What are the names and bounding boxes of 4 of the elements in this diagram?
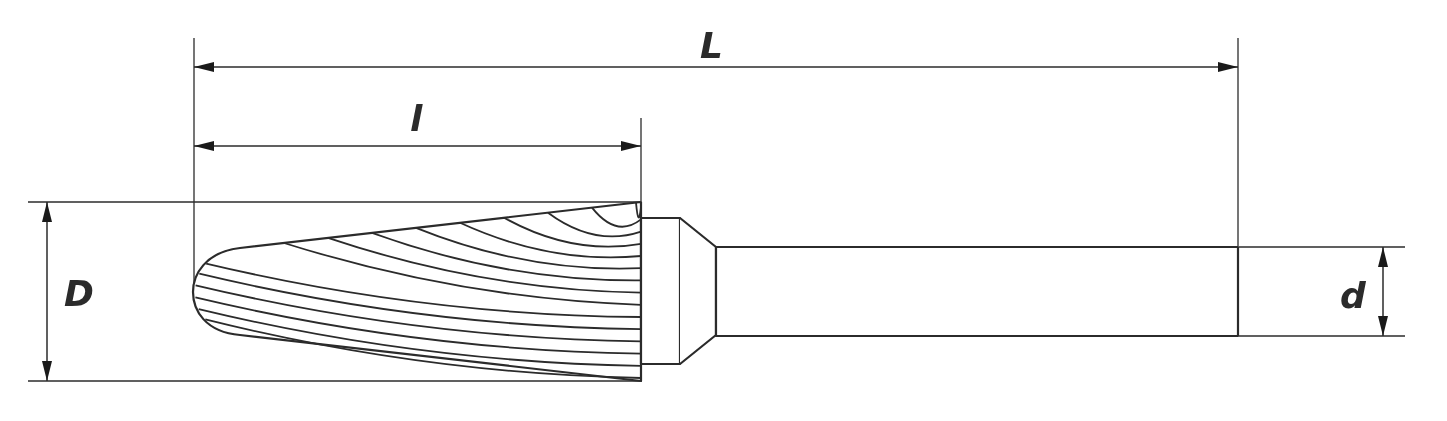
dimension-label: L	[700, 28, 723, 64]
dimension-label: l	[410, 101, 423, 137]
dimension-label: d	[1340, 278, 1366, 314]
dimension-label: D	[64, 276, 94, 312]
